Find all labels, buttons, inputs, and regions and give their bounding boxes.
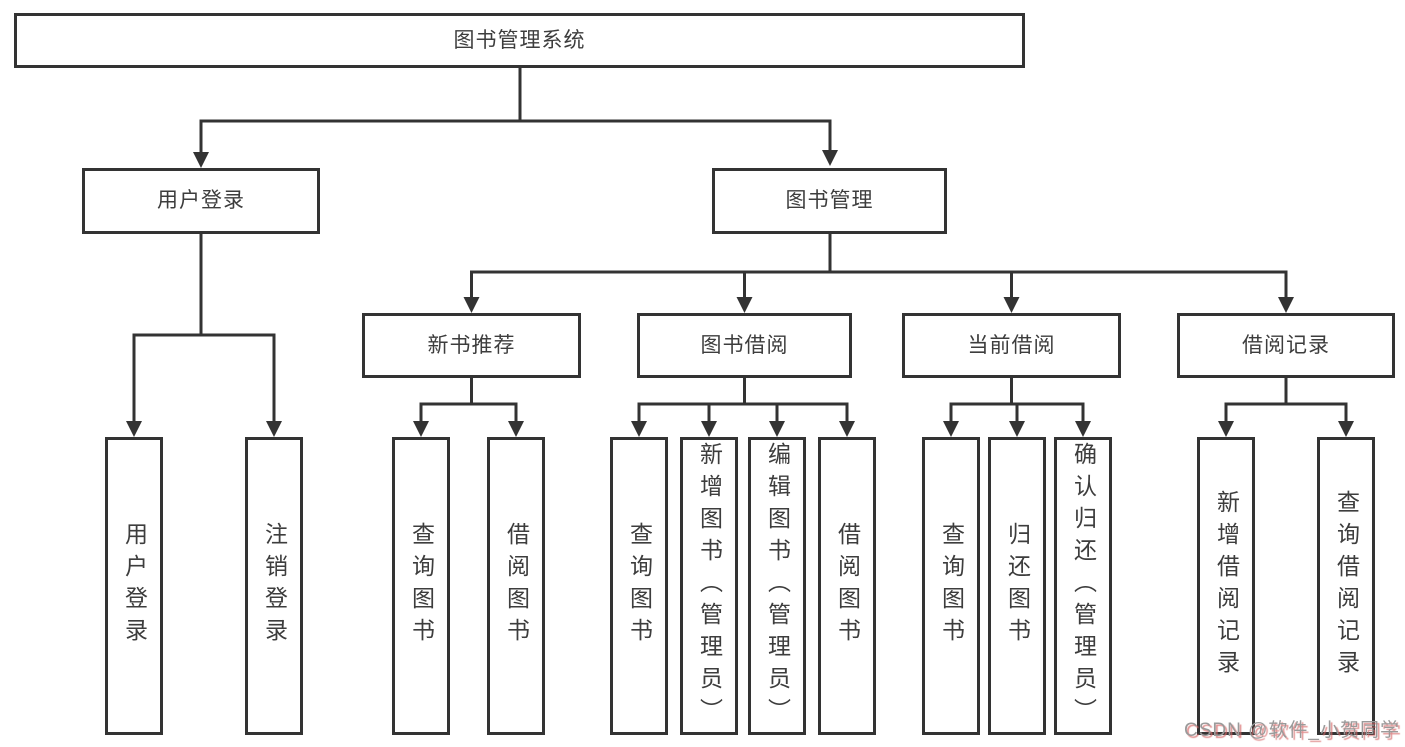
arrowhead-icons: [126, 150, 1354, 437]
leaf-add-book-admin: 新增图书（管理员）: [680, 437, 738, 735]
node-book-borrowing: 图书借阅: [637, 313, 852, 378]
leaf-query-books-borrowing: 查询图书: [610, 437, 668, 735]
leaf-return-book: 归还图书: [988, 437, 1046, 735]
node-book-management: 图书管理: [712, 168, 947, 234]
node-current-borrowing: 当前借阅: [902, 313, 1121, 378]
leaf-borrow-books-borrowing: 借阅图书: [818, 437, 876, 735]
csdn-watermark: CSDN @软件_小贺同学: [1184, 720, 1400, 741]
node-new-book-recommendation: 新书推荐: [362, 313, 581, 378]
leaf-query-books-recommend: 查询图书: [392, 437, 450, 735]
leaf-query-books-current: 查询图书: [922, 437, 980, 735]
leaf-add-borrow-record: 新增借阅记录: [1197, 437, 1255, 735]
leaf-user-login: 用户登录: [105, 437, 163, 735]
leaf-borrow-books-recommend: 借阅图书: [487, 437, 545, 735]
node-borrowing-records: 借阅记录: [1177, 313, 1395, 378]
node-user-login: 用户登录: [82, 168, 320, 234]
leaf-query-borrow-record: 查询借阅记录: [1317, 437, 1375, 735]
node-library-management-system: 图书管理系统: [14, 13, 1025, 68]
leaf-edit-book-admin: 编辑图书（管理员）: [748, 437, 806, 735]
leaf-logout: 注销登录: [245, 437, 303, 735]
leaf-confirm-return-admin: 确认归还（管理员）: [1054, 437, 1112, 735]
